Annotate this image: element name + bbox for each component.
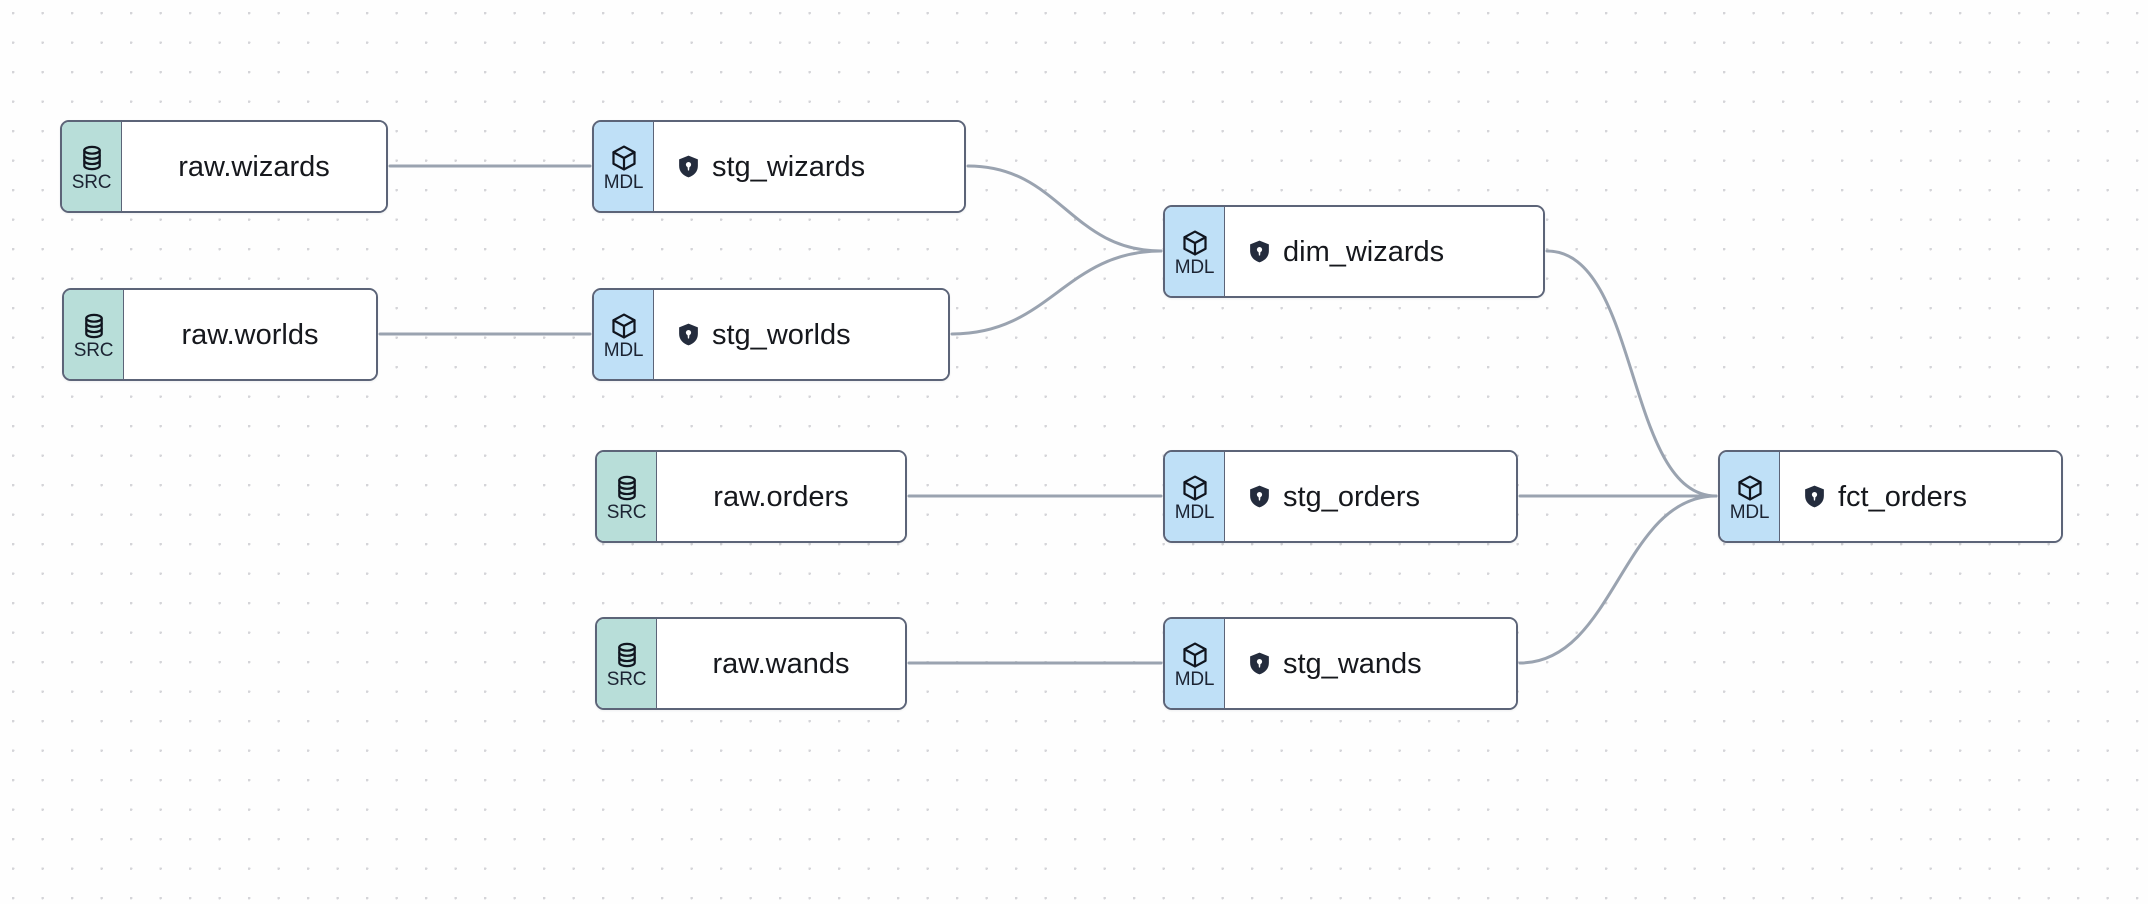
node-body-raw_worlds: raw.worlds — [124, 290, 376, 379]
node-type-label: SRC — [71, 171, 112, 193]
cube-icon — [1181, 641, 1209, 669]
shield-lock-icon — [1247, 484, 1272, 509]
node-type-badge-dim_wizards: MDL — [1165, 207, 1225, 296]
node-label-raw_orders: raw.orders — [713, 480, 849, 513]
graph-node-stg_wizards[interactable]: MDL stg_wizards — [592, 120, 966, 213]
graph-node-raw_orders[interactable]: SRC raw.orders — [595, 450, 907, 543]
node-body-stg_wands: stg_wands — [1225, 619, 1516, 708]
cube-icon — [610, 144, 638, 172]
node-type-label: MDL — [1174, 501, 1215, 523]
shield-lock-icon — [676, 322, 701, 347]
cube-icon — [1736, 474, 1764, 502]
node-type-badge-raw_wands: SRC — [597, 619, 657, 708]
graph-edge-dim_wizards-fct_orders — [1545, 249, 1718, 498]
node-label-stg_worlds: stg_worlds — [712, 318, 851, 351]
node-body-stg_worlds: stg_worlds — [654, 290, 948, 379]
node-label-stg_orders: stg_orders — [1283, 480, 1421, 513]
node-type-badge-stg_wizards: MDL — [594, 122, 654, 211]
cube-icon — [1181, 474, 1209, 502]
node-type-label: SRC — [606, 501, 647, 523]
graph-edge-stg_wizards-dim_wizards — [966, 164, 1163, 253]
graph-node-raw_worlds[interactable]: SRC raw.worlds — [62, 288, 378, 381]
graph-node-stg_orders[interactable]: MDL stg_orders — [1163, 450, 1518, 543]
node-label-raw_worlds: raw.worlds — [181, 318, 319, 351]
database-cylinder-icon — [78, 144, 106, 172]
graph-node-raw_wands[interactable]: SRC raw.wands — [595, 617, 907, 710]
node-body-raw_wizards: raw.wizards — [122, 122, 386, 211]
node-type-label: MDL — [603, 171, 644, 193]
shield-lock-icon — [1247, 651, 1272, 676]
node-type-badge-raw_orders: SRC — [597, 452, 657, 541]
shield-lock-icon — [1247, 239, 1272, 264]
graph-node-stg_worlds[interactable]: MDL stg_worlds — [592, 288, 950, 381]
node-type-label: MDL — [603, 339, 644, 361]
node-type-badge-raw_wizards: SRC — [62, 122, 122, 211]
node-label-raw_wands: raw.wands — [712, 647, 850, 680]
node-type-label: MDL — [1174, 668, 1215, 690]
node-type-label: SRC — [73, 339, 114, 361]
node-type-badge-fct_orders: MDL — [1720, 452, 1780, 541]
node-body-raw_orders: raw.orders — [657, 452, 905, 541]
graph-edge-stg_worlds-dim_wizards — [950, 249, 1163, 336]
node-label-dim_wizards: dim_wizards — [1283, 235, 1445, 268]
node-type-label: MDL — [1729, 501, 1770, 523]
cube-icon — [1181, 229, 1209, 257]
shield-lock-icon — [676, 154, 701, 179]
graph-node-stg_wands[interactable]: MDL stg_wands — [1163, 617, 1518, 710]
node-label-raw_wizards: raw.wizards — [178, 150, 330, 183]
graph-edge-stg_wands-fct_orders — [1518, 494, 1718, 665]
node-type-label: SRC — [606, 668, 647, 690]
node-body-dim_wizards: dim_wizards — [1225, 207, 1543, 296]
node-body-stg_wizards: stg_wizards — [654, 122, 964, 211]
node-label-fct_orders: fct_orders — [1838, 480, 1967, 513]
node-type-label: MDL — [1174, 256, 1215, 278]
node-label-stg_wizards: stg_wizards — [712, 150, 866, 183]
node-type-badge-stg_orders: MDL — [1165, 452, 1225, 541]
graph-node-raw_wizards[interactable]: SRC raw.wizards — [60, 120, 388, 213]
database-cylinder-icon — [80, 312, 108, 340]
database-cylinder-icon — [613, 641, 641, 669]
node-body-fct_orders: fct_orders — [1780, 452, 2061, 541]
node-type-badge-stg_worlds: MDL — [594, 290, 654, 379]
graph-node-dim_wizards[interactable]: MDL dim_wizards — [1163, 205, 1545, 298]
node-body-raw_wands: raw.wands — [657, 619, 905, 708]
node-type-badge-raw_worlds: SRC — [64, 290, 124, 379]
node-body-stg_orders: stg_orders — [1225, 452, 1516, 541]
cube-icon — [610, 312, 638, 340]
graph-node-fct_orders[interactable]: MDL fct_orders — [1718, 450, 2063, 543]
node-type-badge-stg_wands: MDL — [1165, 619, 1225, 708]
database-cylinder-icon — [613, 474, 641, 502]
node-label-stg_wands: stg_wands — [1283, 647, 1422, 680]
shield-lock-icon — [1802, 484, 1827, 509]
